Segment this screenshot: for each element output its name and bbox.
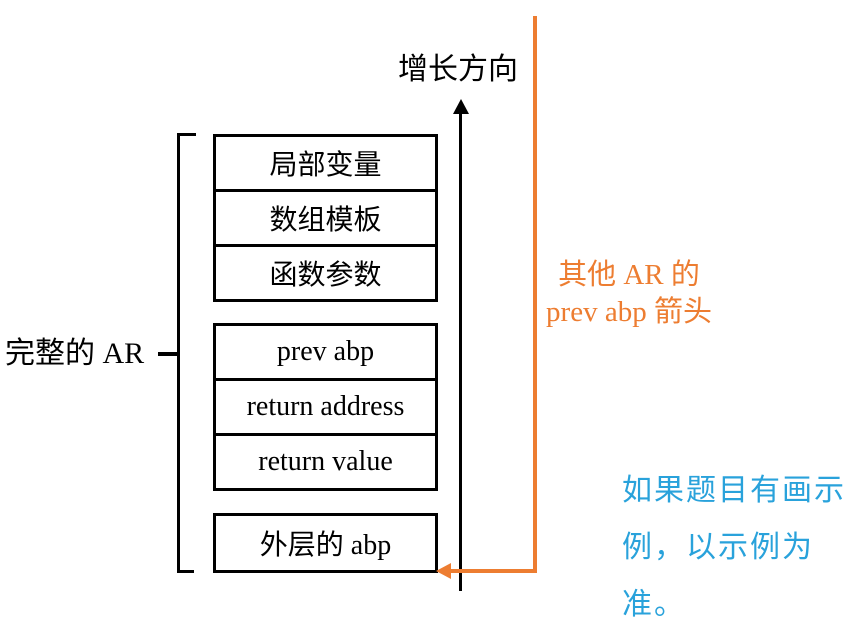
ar-bracket-bottom-foot bbox=[177, 570, 194, 573]
orange-arrow-vertical bbox=[533, 16, 537, 573]
growth-direction-label: 增长方向 bbox=[398, 52, 518, 87]
stack-cell-outer-abp: 外层的 abp bbox=[213, 513, 438, 573]
stack-cell-local-variables: 局部变量 bbox=[213, 134, 438, 192]
blue-note: 如果题目有画示 例，以示例为 准。 bbox=[622, 462, 859, 630]
orange-arrow-horizontal bbox=[449, 569, 537, 573]
complete-ar-label: 完整的 AR bbox=[5, 337, 145, 370]
growth-arrow-head-icon bbox=[453, 99, 469, 114]
blue-note-line-1: 如果题目有画示 bbox=[622, 473, 846, 508]
orange-arrow-head-icon bbox=[436, 563, 451, 579]
orange-note-line-1: 其他 AR 的 bbox=[558, 259, 700, 291]
blue-note-line-3: 准。 bbox=[622, 587, 686, 622]
ar-bracket-top-foot bbox=[177, 133, 196, 136]
stack-group-bottom: 外层的 abp bbox=[213, 513, 438, 573]
ar-bracket-tick bbox=[158, 352, 178, 356]
orange-note: 其他 AR 的 prev abp 箭头 bbox=[538, 257, 720, 331]
growth-arrow-shaft bbox=[459, 112, 462, 591]
stack-cell-function-params: 函数参数 bbox=[213, 244, 438, 302]
stack-group-middle: prev abp return address return value bbox=[213, 323, 438, 491]
ar-bracket-vertical bbox=[177, 133, 180, 573]
stack-cell-return-value: return value bbox=[213, 433, 438, 491]
stack-cell-array-template: 数组模板 bbox=[213, 189, 438, 247]
stack-cell-prev-abp: prev abp bbox=[213, 323, 438, 381]
orange-note-line-2: prev abp 箭头 bbox=[546, 296, 712, 328]
stack-group-top: 局部变量 数组模板 函数参数 bbox=[213, 134, 438, 302]
stack-cell-return-address: return address bbox=[213, 378, 438, 436]
blue-note-line-2: 例，以示例为 bbox=[622, 530, 814, 565]
